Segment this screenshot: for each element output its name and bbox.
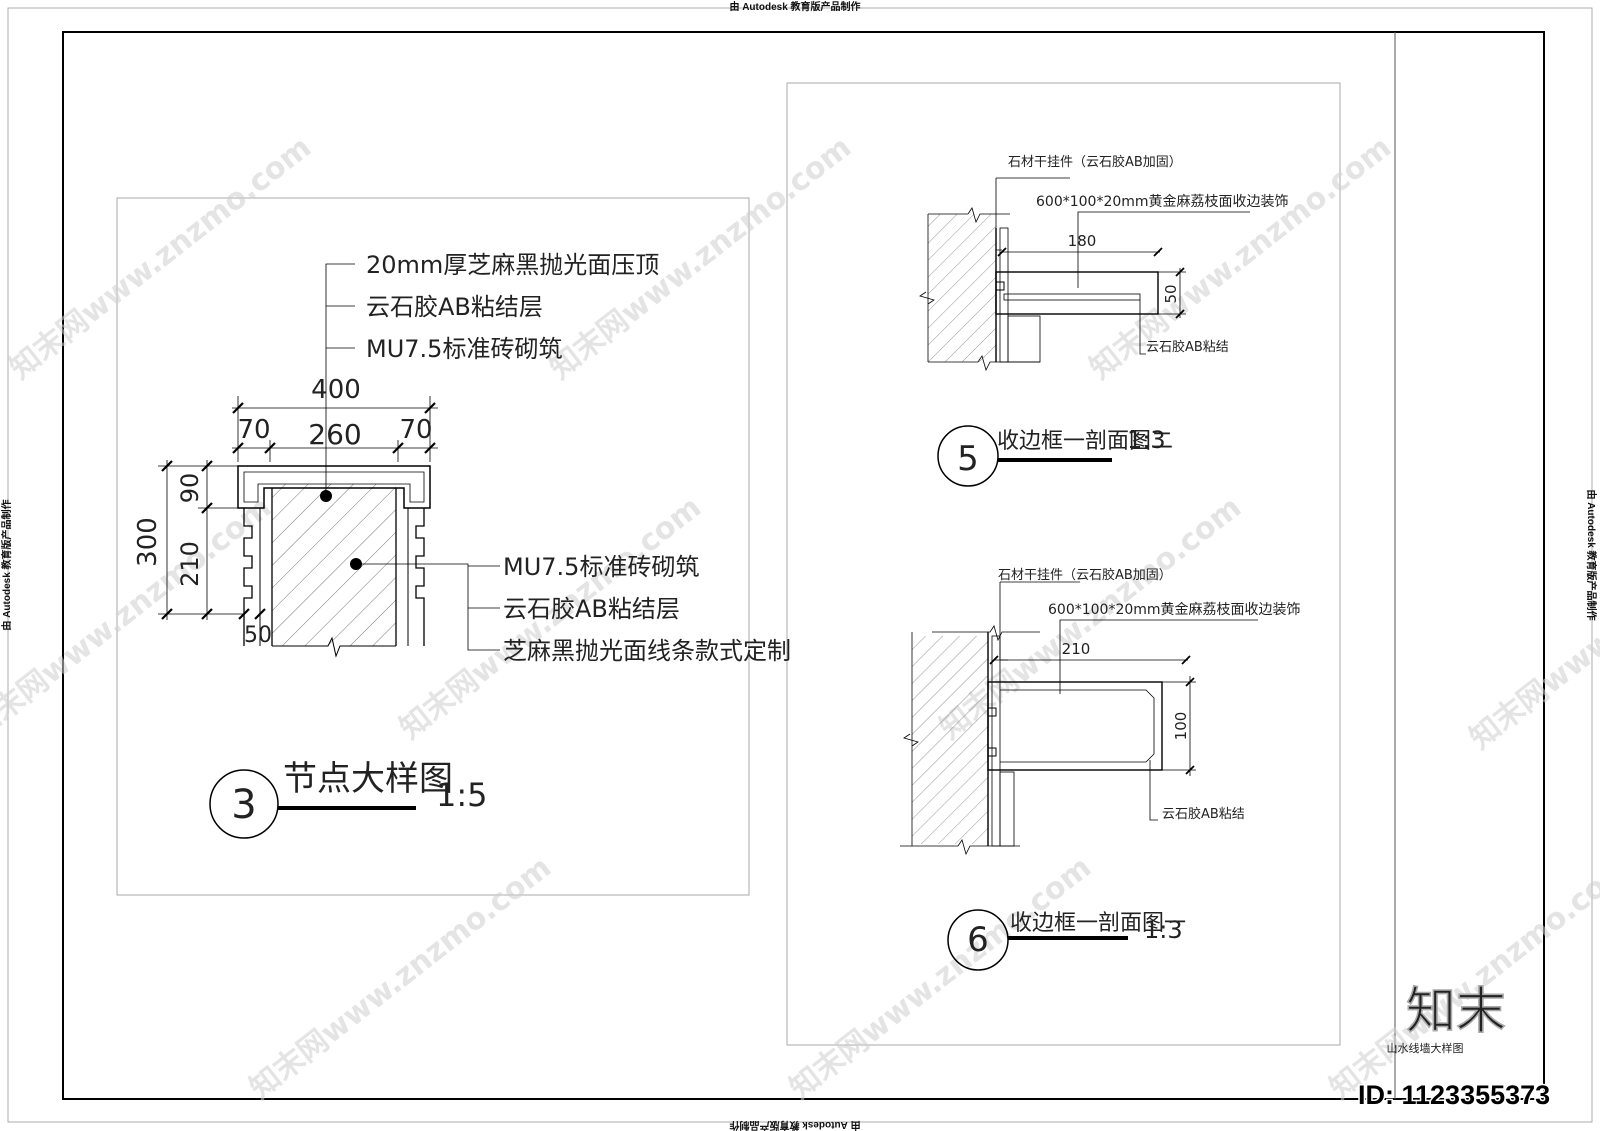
id-label: ID: 1123355373 [1358, 1080, 1550, 1110]
break-top-5 [967, 207, 1010, 224]
detail5-scale: 1:3 [1127, 426, 1166, 454]
sheet-title: 山水线墙大样图 [1387, 1041, 1464, 1055]
support-6 [999, 771, 1015, 847]
dim-mid: 260 [308, 418, 361, 451]
leader-mid [356, 563, 500, 651]
detail5-title: 收边框一剖面图二 [997, 429, 1173, 454]
detail3-title: 节点大样图 [283, 759, 453, 799]
dim-ticks-5 [997, 247, 1185, 319]
detail5-bubble [937, 425, 999, 487]
watermark: 知末网www.znzmo.com [3, 130, 318, 387]
watermark: 知末网www.znzmo.com [243, 850, 558, 1107]
detail3-section [158, 263, 500, 839]
break-side-6 [903, 733, 919, 747]
note-stone-6: 600*100*20mm黄金麻荔枝面收边装饰 [1048, 601, 1301, 618]
detail6-number: 6 [967, 920, 989, 960]
detail56-viewport [786, 82, 1341, 1046]
detail5-labels: 石材干挂件（云石胶AB加固） 600*100*20mm黄金麻荔枝面收边装饰 云石… [957, 154, 1288, 479]
dim-ticks [232, 402, 436, 454]
callout-brick-top: MU7.5标准砖砌筑 [366, 335, 562, 363]
detail5-number: 5 [957, 439, 979, 479]
left-profile [243, 508, 253, 646]
detail6-labels: 石材干挂件（云石胶AB加固） 600*100*20mm黄金麻荔枝面收边装饰 云石… [967, 567, 1300, 960]
detail6-title: 收边框一剖面图一 [1010, 911, 1186, 936]
autodesk-notice-bottom: 由 Autodesk 教育版产品制作 [729, 1119, 860, 1131]
dim-width-6-label: 210 [1062, 640, 1091, 658]
stone-trim-5 [995, 271, 1159, 315]
callout-capstone: 20mm厚芝麻黑抛光面压顶 [366, 251, 659, 279]
detail3-number: 3 [231, 782, 256, 828]
autodesk-notice-left: 由 Autodesk 教育版产品制作 [0, 499, 13, 630]
capstone-inner [243, 471, 425, 503]
dim-height-6-label: 100 [1172, 712, 1190, 741]
watermark: 知末网www.znzmo.com [1323, 850, 1600, 1107]
leader-hanger-6 [999, 582, 1008, 661]
dim-right: 70 [399, 415, 432, 445]
leader-glue-5 [1139, 300, 1146, 355]
hanger-clip-5 [996, 281, 1005, 291]
stone-chamfer-6 [1000, 689, 1155, 763]
autodesk-notice-top: 由 Autodesk 教育版产品制作 [729, 0, 860, 13]
detail6-section [900, 581, 1258, 971]
break-line [272, 636, 396, 658]
note-glue-6: 云石胶AB粘结 [1162, 806, 1245, 822]
note-stone-5: 600*100*20mm黄金麻荔枝面收边装饰 [1036, 193, 1289, 210]
watermark: 知末网www.znzmo.com [783, 850, 1098, 1107]
dim-top: 90 [176, 473, 204, 504]
capstone [237, 465, 431, 509]
detail3-scale: 1:5 [436, 776, 488, 814]
leader-top [325, 263, 355, 496]
dim-total: 400 [311, 375, 361, 405]
leader-stone-6 [1059, 619, 1258, 694]
stone-trim-6 [987, 681, 1163, 771]
dim-base: 50 [244, 623, 272, 648]
leader-stone-5 [1077, 211, 1250, 288]
watermark: 知末网www.znzmo.com [1463, 500, 1600, 757]
detail6-scale: 1:3 [1144, 916, 1183, 944]
brick-core-hatch [272, 484, 396, 646]
outer-sheet-border [7, 7, 1593, 1123]
break-side-5 [919, 291, 935, 305]
hanger-clip-6a [988, 707, 997, 717]
dim-ticks [161, 460, 266, 620]
dim-left: 70 [237, 415, 270, 445]
dim-height-5-label: 50 [1162, 284, 1180, 303]
note-glue-5: 云石胶AB粘结 [1146, 339, 1229, 355]
callout-brick-mid: MU7.5标准砖砌筑 [503, 553, 699, 581]
detail3-bubble [209, 769, 279, 839]
right-profile [415, 508, 425, 646]
leader-hanger-5 [995, 178, 1002, 251]
wall-hatch-5 [928, 214, 996, 362]
backing-strip-5 [999, 227, 1009, 363]
break-bottom-6 [900, 839, 1020, 856]
break-bottom-5 [928, 355, 1040, 372]
autodesk-notice-right: 由 Autodesk 教育版产品制作 [1585, 489, 1598, 620]
support-5 [1007, 315, 1041, 363]
dim-bottom: 210 [176, 541, 204, 587]
drawing-frame [62, 31, 1545, 1100]
brand-logo: 知末 [1406, 982, 1506, 1040]
callout-glue-mid: 云石胶AB粘结层 [503, 595, 680, 623]
note-hanger-6: 石材干挂件（云石胶AB加固） [998, 567, 1172, 583]
glue-layer-5 [1003, 293, 1141, 301]
break-top-6 [932, 625, 1040, 642]
detail3-labels: 20mm厚芝麻黑抛光面压顶 云石胶AB粘结层 MU7.5标准砖砌筑 MU7.5标… [133, 251, 791, 828]
dim-height: 300 [133, 517, 163, 567]
detail3-viewport [116, 197, 750, 896]
callout-glue-top: 云石胶AB粘结层 [366, 293, 543, 321]
backing-strip-6 [991, 635, 1001, 847]
dim-width-5-label: 180 [1068, 232, 1097, 250]
wall-hatch-6 [912, 636, 988, 844]
callout-profile: 芝麻黑抛光面线条款式定制 [503, 637, 791, 665]
leader-glue-6 [1149, 760, 1158, 821]
dim-ticks-6 [989, 655, 1195, 775]
hanger-clip-6b [988, 747, 997, 757]
detail5-section [919, 177, 1250, 487]
note-hanger-5: 石材干挂件（云石胶AB加固） [1008, 154, 1182, 170]
